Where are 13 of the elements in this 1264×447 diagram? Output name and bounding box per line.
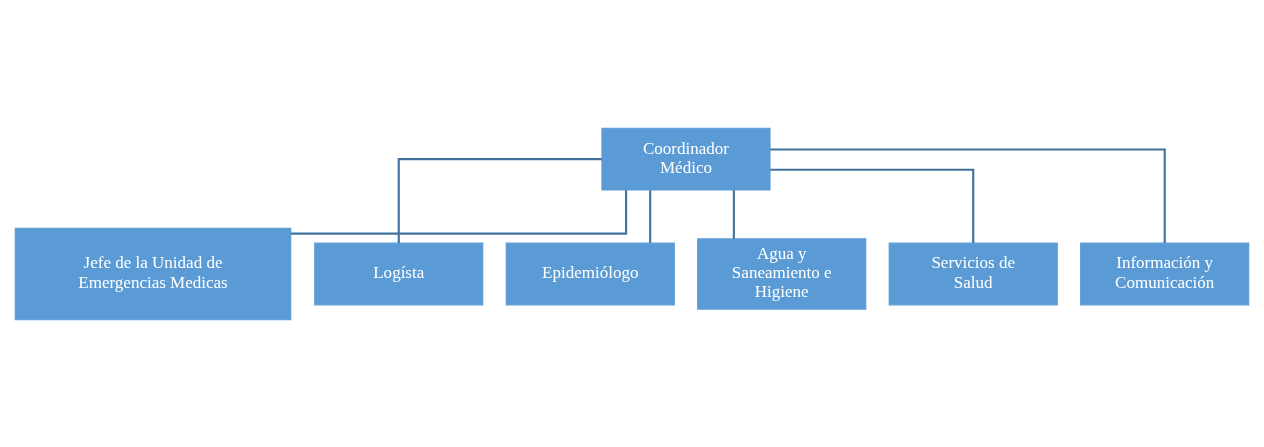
connector (290, 189, 628, 235)
connector (649, 189, 652, 243)
node-box: Coordinador Médico (601, 127, 771, 190)
node-box: Información y Comunicación (1080, 242, 1250, 305)
node-box: Servicios de Salud (888, 242, 1058, 305)
node-box: Jefe de la Unidad de Emergencias Medicas (14, 227, 292, 320)
node-box: Agua y Saneamiento e Higiene (697, 237, 867, 310)
connector (397, 157, 602, 243)
connector (770, 168, 975, 243)
connector (770, 147, 1166, 243)
connector (732, 189, 735, 239)
node-box: Logísta (314, 242, 484, 305)
node-box: Epidemiólogo (505, 242, 675, 305)
